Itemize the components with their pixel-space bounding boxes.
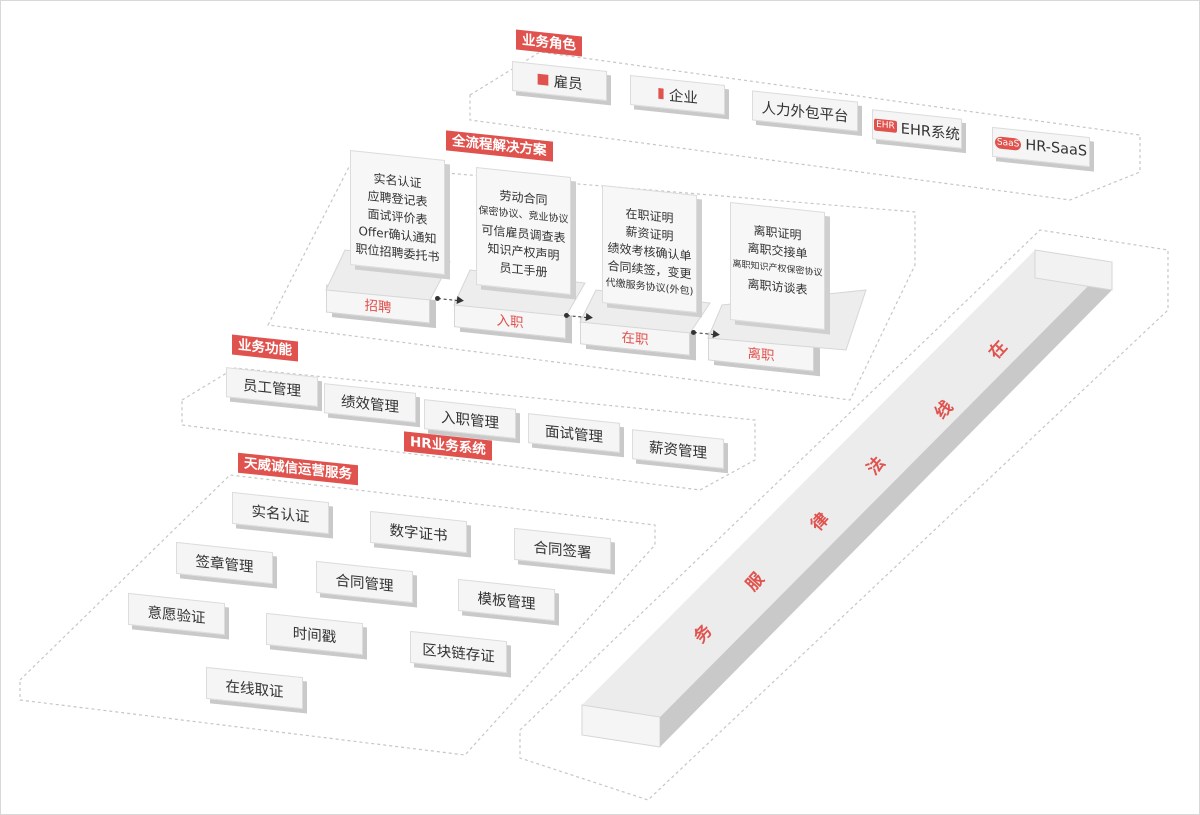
employee-cube-icon: ■: [536, 70, 550, 88]
roles-platform: [469, 51, 1141, 201]
stage-onboard-label: 入职: [496, 312, 524, 332]
onboard-docs: 劳动合同 保密协议、竞业协议 可信雇员调查表 知识产权声明 员工手册: [476, 167, 571, 295]
role-enterprise-label: 企业: [668, 87, 698, 107]
saas-cloud-icon: SaaS: [994, 136, 1022, 151]
ops-label: 在线取证: [225, 678, 284, 701]
legal-platform: [519, 229, 1169, 801]
ops-label: 模板管理: [477, 590, 536, 613]
ops-label: 意愿验证: [147, 604, 206, 627]
building-icon: ▮: [657, 84, 665, 102]
recruit-docs: 实名认证 应聘登记表 面试评价表 Offer确认通知 职位招聘委托书: [350, 150, 445, 275]
stage-leave-label: 离职: [747, 345, 775, 365]
func-label: 薪资管理: [649, 439, 707, 462]
legal-bar-side: [660, 262, 1112, 747]
ops-label: 合同签署: [533, 539, 592, 562]
stage-recruit-label: 招聘: [364, 297, 392, 317]
func-label: 入职管理: [441, 409, 499, 432]
employed-docs: 在职证明 薪资证明 绩效考核确认单 合同续签，变更 代缴服务协议(外包): [602, 185, 697, 313]
ops-label: 时间戳: [292, 625, 337, 646]
ops-label: 签章管理: [195, 553, 254, 576]
doc-item: 员工手册: [499, 260, 548, 280]
func-label: 绩效管理: [341, 393, 399, 416]
ops-label: 区块链存证: [422, 641, 495, 666]
stage-employed-label: 在职: [621, 329, 649, 349]
legal-bar-cap: [1034, 249, 1113, 291]
ops-label: 合同管理: [335, 572, 394, 595]
ehr-badge-icon: EHR: [874, 118, 897, 133]
leave-docs: 离职证明 离职交接单 离职知识产权保密协议 离职访谈表: [730, 202, 825, 330]
func-label: 面试管理: [545, 423, 603, 446]
ops-label: 数字证书: [389, 522, 448, 545]
legal-bar-top: [582, 250, 1112, 717]
role-hr-saas-label: HR-SaaS: [1025, 137, 1088, 160]
role-hr-outsourcing-label: 人力外包平台: [761, 99, 849, 126]
role-ehr-label: EHR系统: [900, 120, 960, 144]
func-label: 员工管理: [243, 377, 301, 400]
role-employee-label: 雇员: [553, 73, 583, 93]
ops-label: 实名认证: [251, 503, 310, 526]
operations-platform: [19, 474, 656, 756]
